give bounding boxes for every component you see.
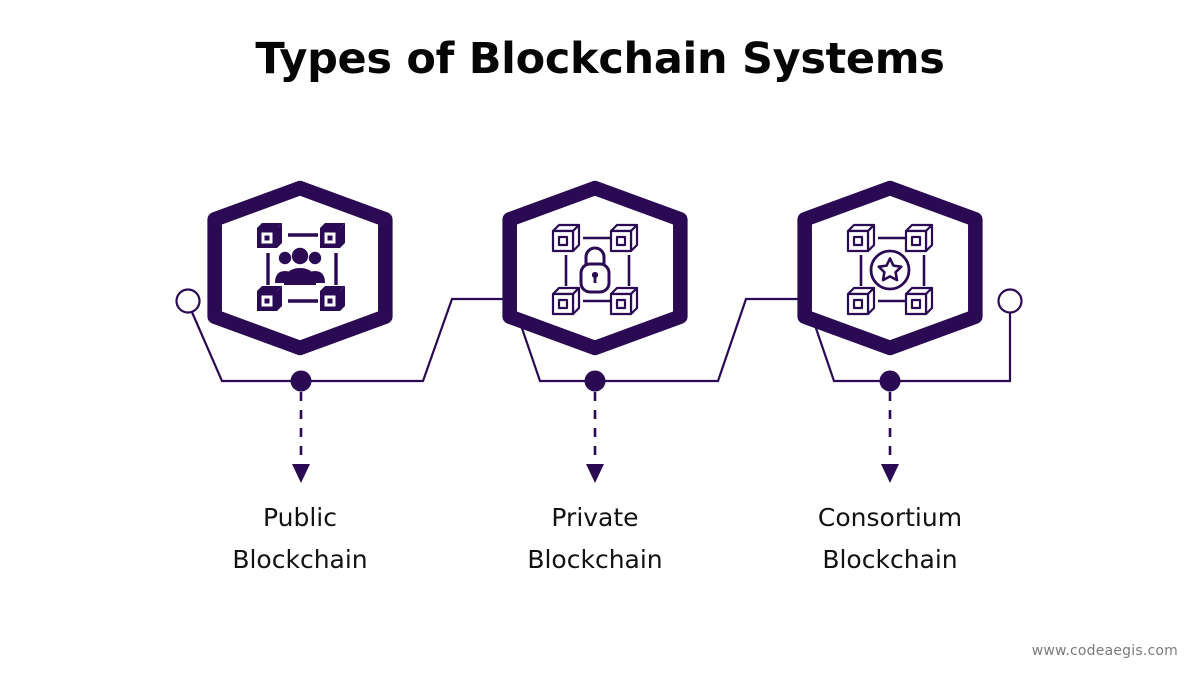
cube-node-top-right [904,223,934,253]
node-label-private-line1: Private [551,503,639,532]
connector-zigzag-line [186,297,1012,383]
node-dot-consortium [879,370,901,392]
star-badge-icon [869,249,911,291]
label-pointer-arrows [292,392,899,483]
cube-node-bottom-left [257,286,282,311]
padlock-icon [579,246,611,294]
node-label-public-line2: Blockchain [232,545,368,574]
node-label-consortium: Consortium Blockchain [740,497,1040,581]
site-watermark: www.codeaegis.com [1031,643,1178,659]
node-label-private: Private Blockchain [445,497,745,581]
node-label-public: Public Blockchain [150,497,450,581]
connector-start-circle-icon [175,288,201,314]
people-group-icon [275,247,325,285]
node-private-blockchain[interactable] [502,180,688,356]
connector-node-dots [290,370,901,392]
cube-node-top-left [257,223,282,248]
node-consortium-blockchain[interactable] [797,180,983,356]
cube-node-top-left [551,223,581,253]
blockchain-network-lock-icon [551,223,639,316]
cube-node-top-right [609,223,639,253]
cube-node-bottom-left [846,286,876,316]
node-label-public-line1: Public [263,503,337,532]
cube-node-top-right [320,223,345,248]
dashed-arrow-public [292,392,310,483]
connector-path-group [175,288,1023,383]
dashed-arrow-consortium [881,392,899,483]
cube-node-bottom-right [320,286,345,311]
node-public-blockchain[interactable] [207,180,393,356]
node-label-private-line2: Blockchain [527,545,663,574]
dashed-arrow-private [586,392,604,483]
node-dot-private [584,370,606,392]
cube-node-bottom-right [904,286,934,316]
cube-node-bottom-right [609,286,639,316]
node-label-consortium-line2: Blockchain [822,545,958,574]
blockchain-network-people-icon [257,223,345,311]
page-title: Types of Blockchain Systems [255,34,945,84]
node-dot-public [290,370,312,392]
blockchain-network-star-icon [846,223,934,316]
connector-end-circle-icon [997,288,1023,314]
node-label-consortium-line1: Consortium [817,503,963,532]
cube-node-top-left [846,223,876,253]
cube-node-bottom-left [551,286,581,316]
